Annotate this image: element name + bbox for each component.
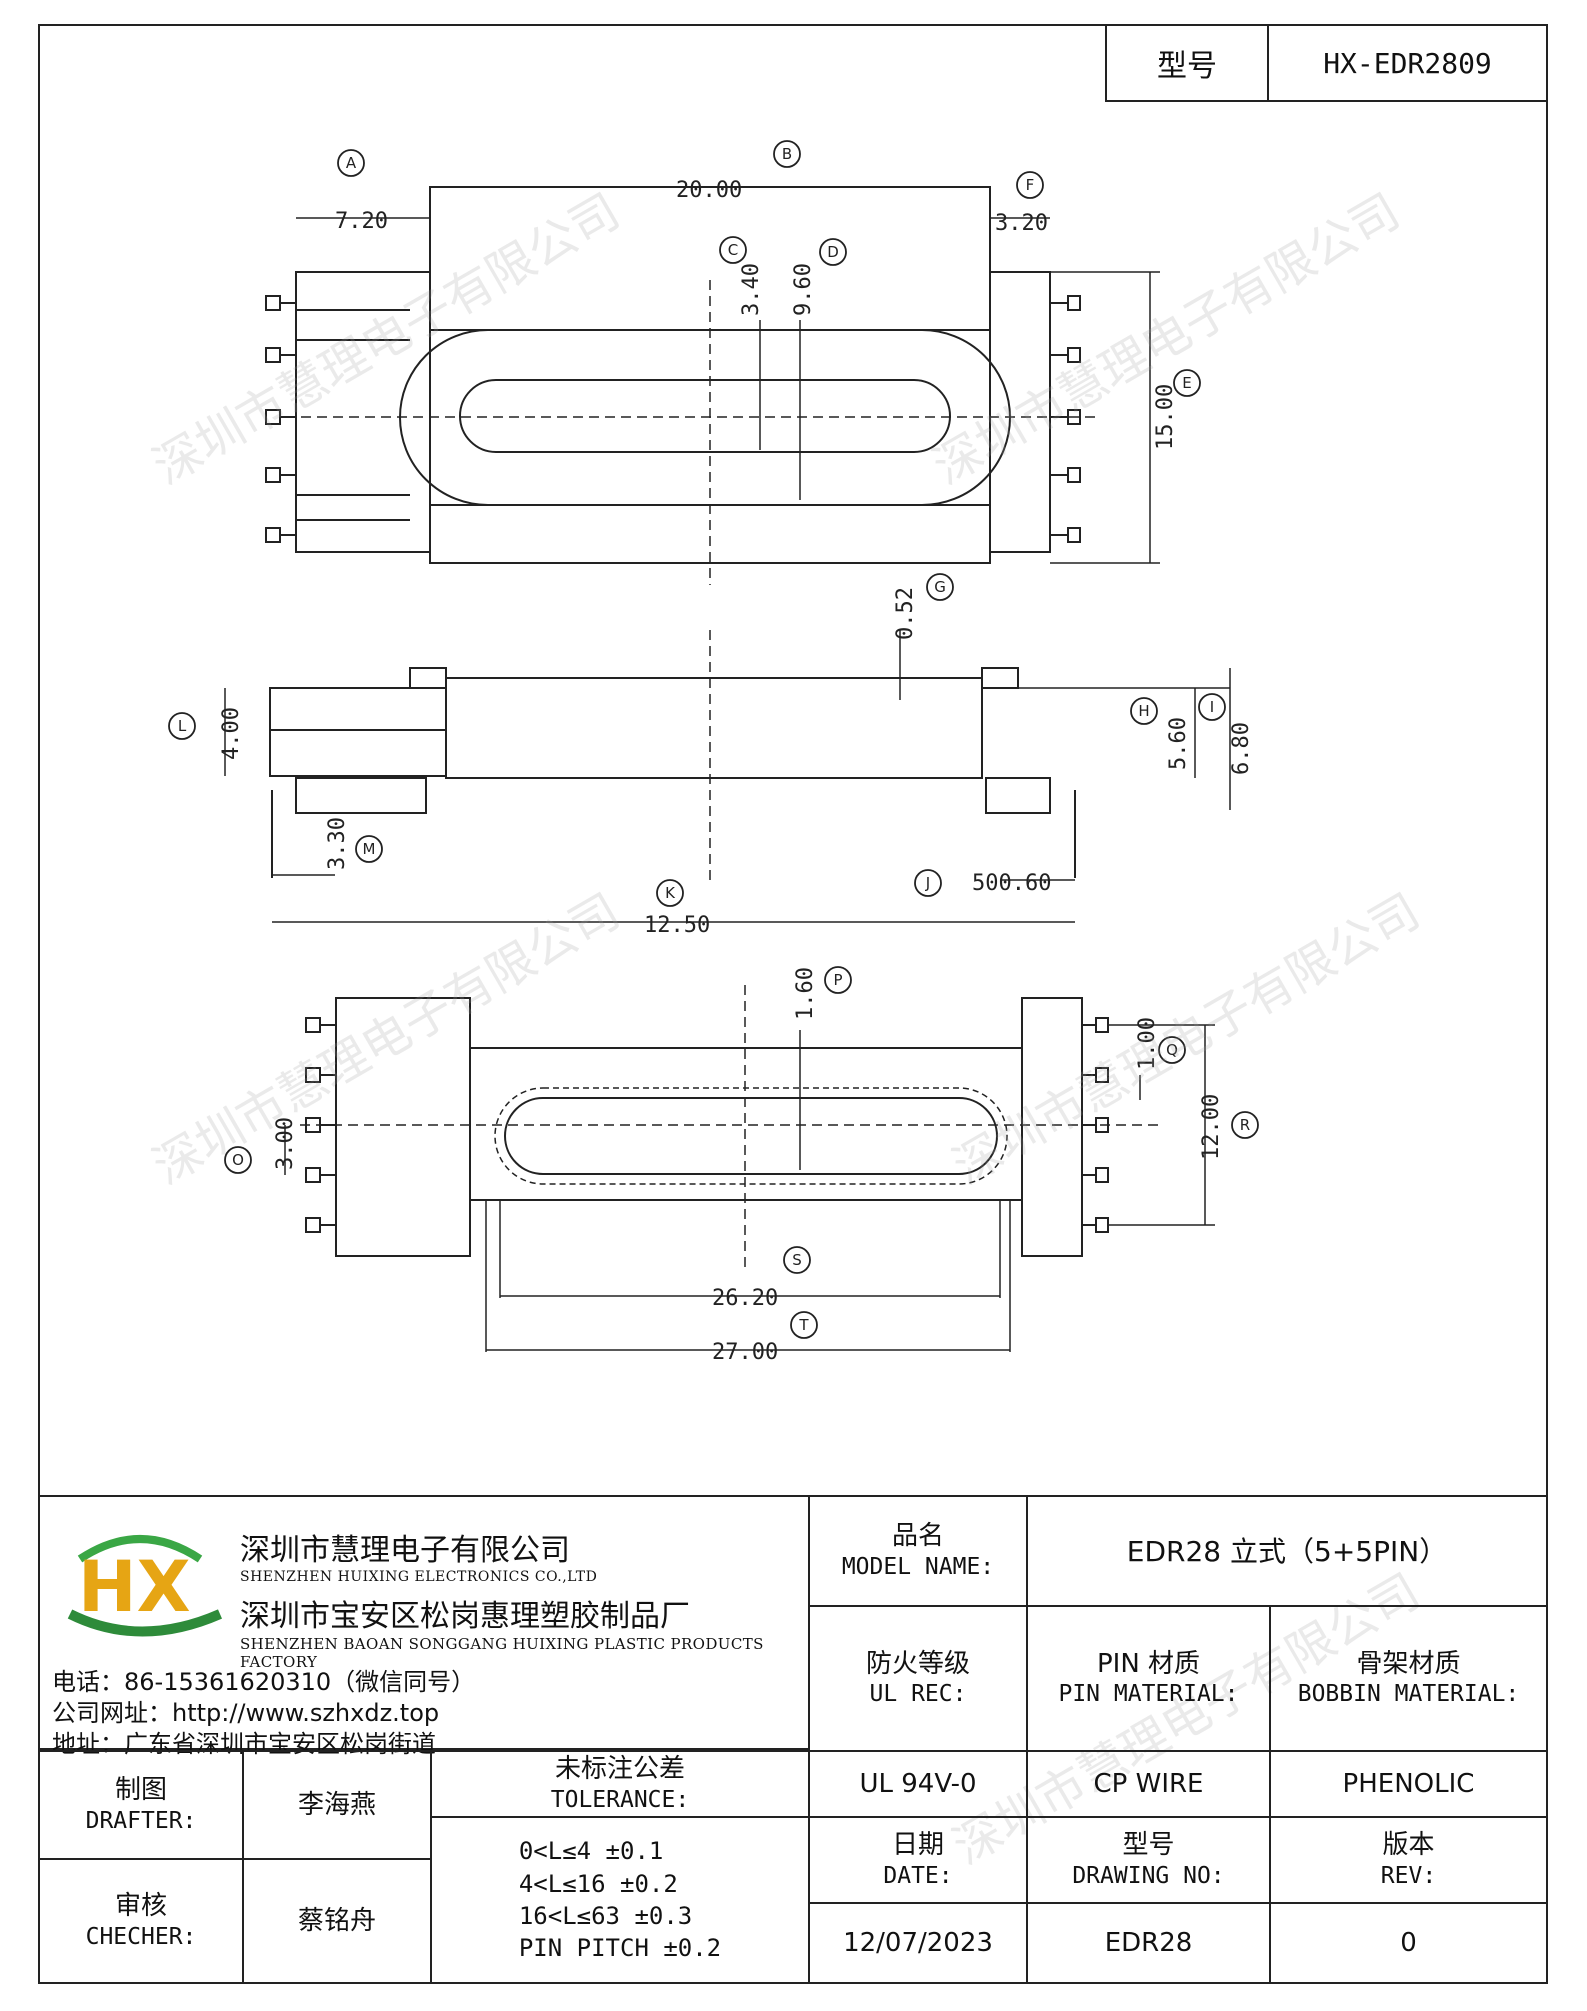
marker-b: B xyxy=(782,145,792,163)
dim-q-label: 1.00 xyxy=(1135,1017,1160,1070)
bobbin-value: PHENOLIC xyxy=(1269,1750,1548,1818)
dim-h-label: 5.60 xyxy=(1166,717,1191,770)
technical-drawing: 7.20 20.00 3.20 3.40 9.60 15.00 0.52 4.0… xyxy=(168,140,1259,1365)
drawing-no-value: EDR28 xyxy=(1026,1902,1271,1984)
left-pin-block xyxy=(295,271,431,553)
company-website: 公司网址：http://www.szhxdz.top xyxy=(52,1699,440,1727)
dim-d-label: 9.60 xyxy=(791,263,816,316)
hx-logo-icon: HX xyxy=(67,1535,223,1637)
drafter-name: 李海燕 xyxy=(242,1750,432,1860)
left-pins xyxy=(265,295,296,543)
dim-r-label: 12.00 xyxy=(1199,1094,1224,1160)
dim-b-label: 20.00 xyxy=(676,178,742,203)
model-value: HX-EDR2809 xyxy=(1323,46,1492,80)
marker-m: M xyxy=(363,840,376,858)
date-value: 12/07/2023 xyxy=(808,1902,1028,1984)
marker-i: I xyxy=(1210,698,1214,716)
dim-t-label: 27.00 xyxy=(712,1340,778,1365)
tolerance-table: 0<L≤4 ±0.1 4<L≤16 ±0.2 16<L≤63 ±0.3 PIN … xyxy=(430,1816,810,1984)
dim-f-label: 3.20 xyxy=(995,211,1048,236)
dim-p-label: 1.60 xyxy=(793,967,818,1020)
company-address: 地址：广东省深圳市宝安区松岗街道 xyxy=(52,1730,436,1758)
marker-k: K xyxy=(665,884,676,902)
marker-j: J xyxy=(925,874,930,892)
marker-l: L xyxy=(178,717,187,735)
pin-value: CP WIRE xyxy=(1026,1750,1271,1818)
marker-t: T xyxy=(798,1316,809,1334)
dim-a-label: 7.20 xyxy=(335,209,388,234)
tolerance-line: 16<L≤63 ±0.3 xyxy=(518,1902,693,1930)
dim-k-label: 12.50 xyxy=(644,913,710,938)
marker-h: H xyxy=(1138,702,1149,720)
factory-name-en: SHENZHEN BAOAN SONGGANG HUIXING PLASTIC … xyxy=(240,1635,764,1671)
marker-d: D xyxy=(827,243,839,261)
bottom-view xyxy=(284,985,1215,1352)
tolerance-line: PIN PITCH ±0.2 xyxy=(518,1934,722,1963)
dim-e-label: 15.00 xyxy=(1153,384,1178,450)
dim-s-label: 26.20 xyxy=(712,1286,778,1311)
dim-j-label: 500.60 xyxy=(972,871,1051,896)
side-body xyxy=(445,677,983,779)
ul-value: UL 94V-0 xyxy=(808,1750,1028,1818)
marker-g: G xyxy=(934,578,946,596)
company-phone: 电话：86-15361620310（微信同号） xyxy=(52,1668,476,1696)
top-flange xyxy=(429,186,991,331)
marker-q: Q xyxy=(1166,1041,1178,1059)
company-info: HX 深圳市慧理电子有限公司 SHENZHEN HUIXING ELECTRON… xyxy=(38,1495,808,1758)
company-name-cn: 深圳市慧理电子有限公司 xyxy=(240,1533,570,1568)
dim-l-label: 4.00 xyxy=(219,707,244,760)
marker-o: O xyxy=(232,1151,244,1169)
tolerance-line: 4<L≤16 ±0.2 xyxy=(518,1869,678,1898)
dim-c-label: 3.40 xyxy=(739,263,764,316)
marker-f: F xyxy=(1026,176,1035,194)
marker-c: C xyxy=(728,241,738,259)
dim-o-label: 3.00 xyxy=(273,1117,298,1170)
dim-m-label: 3.30 xyxy=(325,817,350,870)
top-view xyxy=(265,186,1160,585)
dim-i-label: 6.80 xyxy=(1229,722,1254,775)
marker-e: E xyxy=(1182,374,1191,392)
model-header: 型号 HX-EDR2809 xyxy=(1105,24,1548,102)
right-pin-block xyxy=(989,271,1051,553)
marker-s: S xyxy=(792,1251,802,1269)
rev-value: 0 xyxy=(1269,1902,1548,1984)
marker-p: P xyxy=(833,971,842,989)
factory-name-cn: 深圳市宝安区松岗惠理塑胶制品厂 xyxy=(240,1599,690,1634)
logo-text: HX xyxy=(78,1546,191,1628)
dim-g-label: 0.52 xyxy=(893,587,918,640)
tolerance-line: 0<L≤4 ±0.1 xyxy=(518,1837,664,1866)
title-block: HX 深圳市慧理电子有限公司 SHENZHEN HUIXING ELECTRON… xyxy=(38,1495,1548,1984)
side-view xyxy=(224,630,1231,923)
marker-r: R xyxy=(1240,1116,1250,1134)
marker-a: A xyxy=(346,154,357,172)
right-pins xyxy=(1050,295,1081,543)
checker-name: 蔡铭舟 xyxy=(242,1858,432,1984)
model-label: 型号 xyxy=(1107,26,1269,100)
model-name-value: EDR28 立式（5+5PIN） xyxy=(1026,1495,1548,1607)
bottom-right-pins xyxy=(1082,1017,1109,1233)
core-slot xyxy=(459,379,951,453)
company-name-en: SHENZHEN HUIXING ELECTRONICS CO.,LTD xyxy=(240,1569,598,1585)
